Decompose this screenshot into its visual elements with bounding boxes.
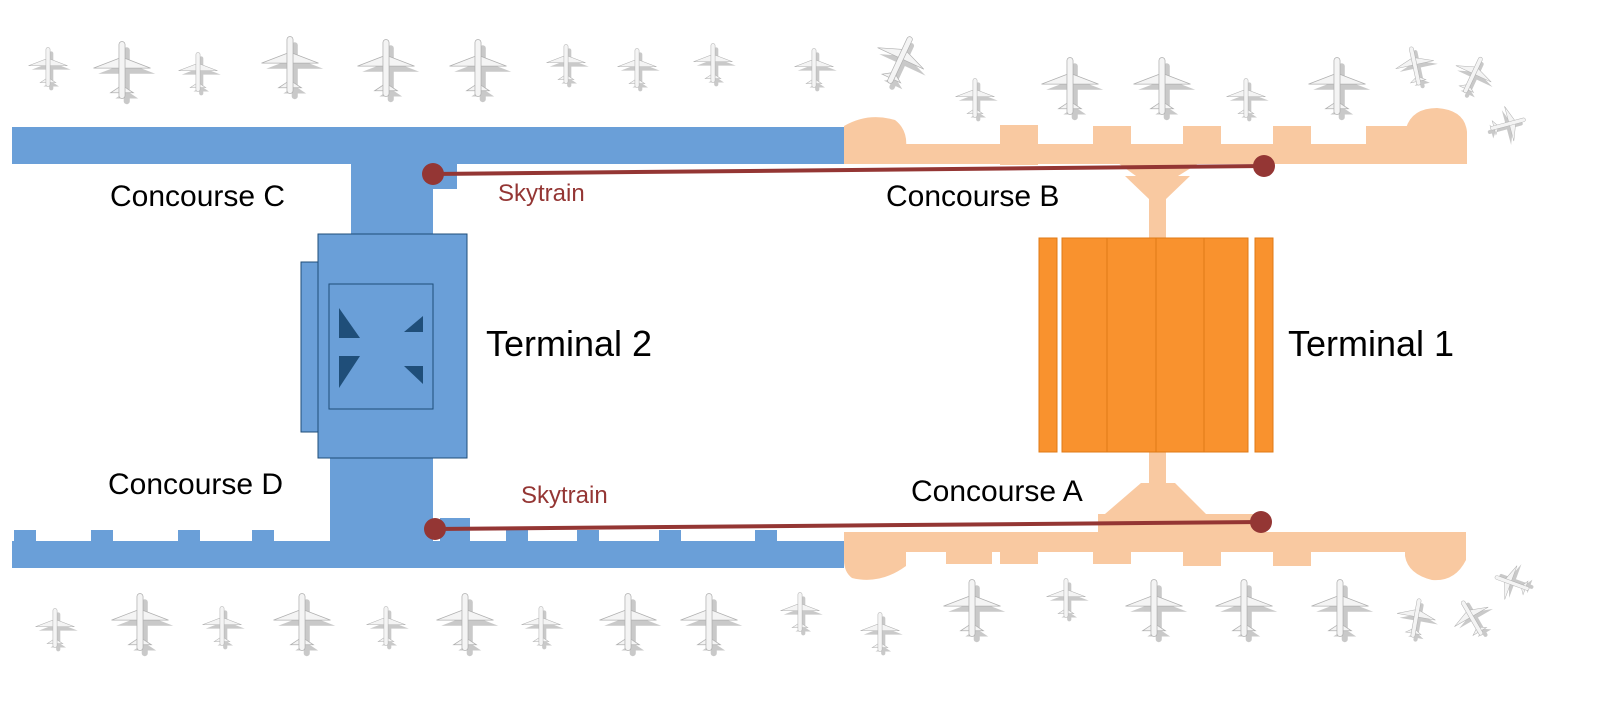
airplane-icon [357, 39, 420, 103]
terminal-2-south-connector [330, 455, 433, 545]
airplane-icon [449, 39, 512, 103]
airplane-icon [1391, 41, 1443, 94]
skytrain-line-south [434, 520, 1262, 531]
skytrain-station-concourse-d [424, 518, 446, 540]
terminal-2-atrium-marks [339, 308, 423, 388]
concourse-b-label: Concourse B [886, 180, 1059, 213]
concourse-a-pier [844, 452, 1466, 581]
terminal-2-atrium [328, 283, 434, 410]
airplane-icon [93, 41, 156, 105]
skytrain-label-north: Skytrain [498, 180, 585, 207]
aircraft-row-bottom [35, 556, 1540, 657]
airplane-icon [794, 48, 838, 92]
airplane-icon [1308, 57, 1371, 121]
airplane-icon [261, 36, 324, 100]
airplane-icon [1392, 595, 1443, 646]
airplane-icon [1041, 57, 1104, 121]
airplane-icon [202, 606, 246, 650]
airplane-icon [1133, 57, 1196, 121]
concourse-c-pier [12, 127, 844, 164]
airplane-icon [955, 78, 999, 122]
concourse-d-label: Concourse D [108, 468, 283, 501]
airplane-icon [35, 608, 79, 652]
terminal-1-label: Terminal 1 [1288, 323, 1454, 364]
skytrain-label-south: Skytrain [521, 482, 608, 509]
concourse-d-pier [12, 518, 844, 568]
concourse-b-pier [844, 108, 1467, 240]
airplane-icon [863, 25, 939, 101]
airplane-icon [1311, 579, 1374, 643]
terminal-2-north-connector [351, 160, 433, 238]
airplane-icon [1445, 589, 1504, 649]
terminal-2-complex [12, 127, 844, 568]
airplane-icon [1482, 101, 1532, 151]
airplane-icon [273, 593, 336, 657]
airplane-icon [1046, 578, 1090, 622]
skytrain-station-concourse-c [422, 163, 444, 185]
airplane-icon [1488, 556, 1540, 608]
airplane-icon [1226, 78, 1270, 122]
terminal-1-complex [844, 108, 1467, 581]
concourse-c-label: Concourse C [110, 180, 285, 213]
skytrain-station-concourse-a [1250, 511, 1272, 533]
airplane-icon [780, 592, 824, 636]
airplane-icon [366, 606, 410, 650]
airplane-icon [521, 606, 565, 650]
airplane-icon [860, 612, 904, 656]
airplane-icon [1445, 48, 1503, 107]
terminal-2-label: Terminal 2 [486, 323, 652, 364]
airplane-icon [1125, 579, 1188, 643]
airplane-icon [436, 593, 499, 657]
airplane-icon [111, 593, 174, 657]
terminal-1-building [1038, 237, 1274, 453]
airplane-icon [943, 579, 1006, 643]
skytrain-station-concourse-b [1253, 155, 1275, 177]
airplane-icon [599, 593, 662, 657]
airplane-icon [546, 44, 590, 88]
airplane-icon [178, 52, 222, 96]
airplane-icon [617, 48, 661, 92]
airplane-icon [28, 47, 72, 91]
concourse-a-label: Concourse A [911, 475, 1083, 508]
airplane-icon [693, 43, 737, 87]
terminal-2-annex [300, 261, 320, 433]
airplane-icon [1215, 579, 1278, 643]
skytrain-lines [422, 155, 1275, 540]
skytrain-line-north [432, 164, 1265, 176]
airplane-icon [680, 593, 743, 657]
